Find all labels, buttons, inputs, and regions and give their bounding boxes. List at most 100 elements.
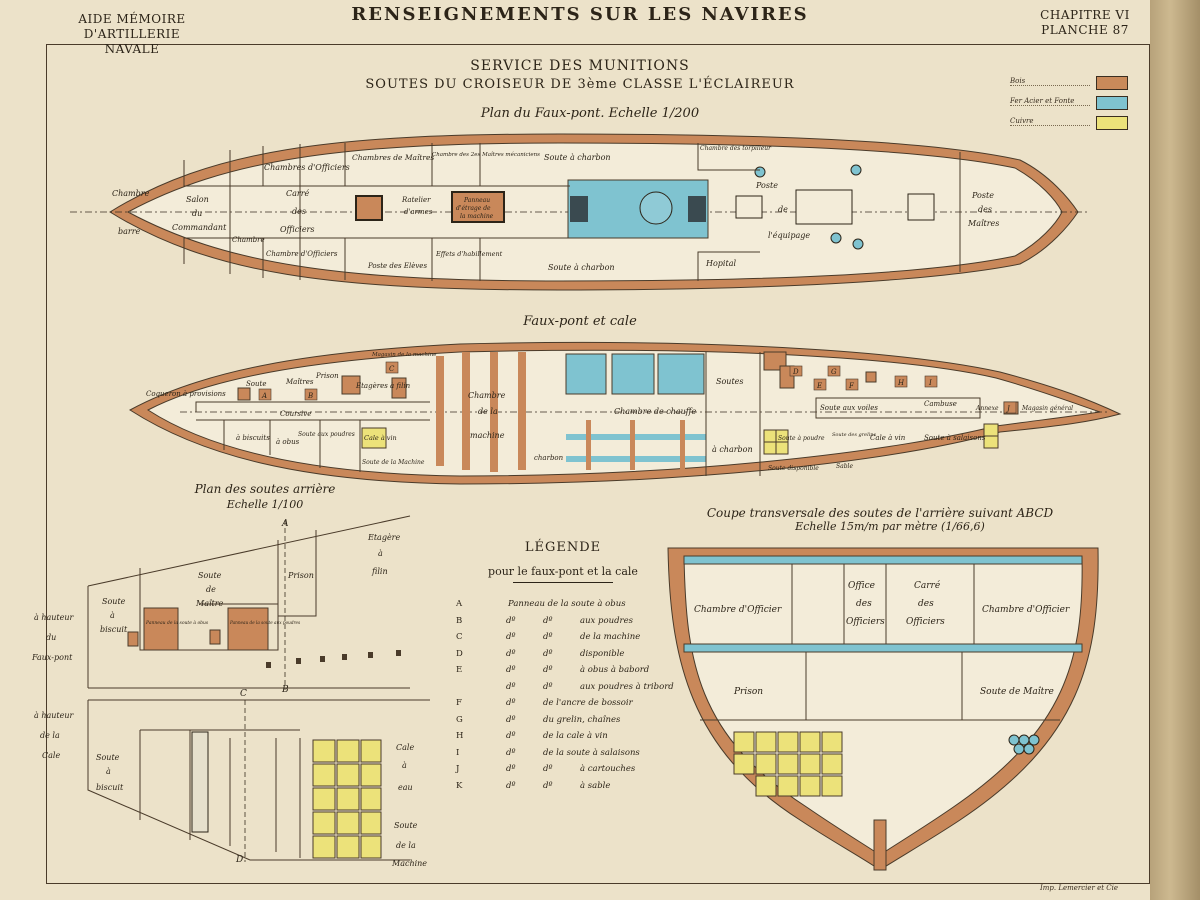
label-soute-biscuit-cale: biscuit	[96, 783, 124, 792]
legende-row: E dº dº à obus à babord	[448, 663, 678, 680]
section-point-a: A	[281, 519, 289, 529]
machine-bulkheads	[436, 352, 685, 472]
label-chambre-barre: barre	[118, 227, 141, 236]
label-chambre-machine: machine	[470, 431, 505, 440]
legende-ditto: dº	[506, 764, 516, 774]
label-chambres-officiers: Chambres d'Officiers	[264, 163, 350, 172]
stair-soutes	[191, 731, 209, 833]
label-cambuse: Cambuse	[924, 400, 957, 408]
legende-title: LÉGENDE	[524, 540, 602, 555]
label-soute: Soute	[246, 380, 266, 388]
label-office: des	[856, 599, 872, 609]
legende-letter: A	[456, 599, 463, 609]
material-label: Fer Acier et Fonte	[1010, 97, 1090, 106]
bay-letter: G	[831, 368, 837, 376]
label-poste-maitres: des	[978, 205, 992, 214]
legende-letter: H	[456, 731, 464, 741]
label-salon: Commandant	[172, 223, 227, 232]
hull-markers	[266, 650, 401, 668]
bay-letter-boxes	[258, 361, 1017, 414]
label-hauteur-faux-pont: à hauteur	[34, 613, 74, 622]
panneaux-arriere	[127, 607, 269, 651]
hatch-grating	[735, 195, 763, 219]
legende-ditto: dº	[543, 615, 553, 626]
label-chambre-barre: Chambre	[112, 189, 150, 198]
label-soute-charbon-bottom: Soute à charbon	[548, 263, 615, 272]
label-chambre-machine: de la	[478, 407, 498, 416]
label-office: Office	[848, 581, 875, 591]
label-poste-maitres: Maîtres	[967, 219, 999, 228]
header-left-line1: AIDE MÉMOIRE	[78, 12, 186, 26]
legende-ditto: dº	[506, 698, 516, 708]
label-maitres: Maîtres	[285, 378, 314, 386]
coupe-transversale-drawing	[667, 547, 1099, 871]
coupe-scale: Echelle 15m/m par mètre (1/66,6)	[795, 520, 985, 533]
label-etageres-filin: Etagères à filin	[355, 382, 411, 390]
label-etagere-filin: Etagère	[367, 533, 401, 542]
material-swatch-fer	[1096, 96, 1128, 110]
boiler-tanks	[565, 353, 705, 395]
label-hopital: Hopital	[705, 259, 736, 268]
legende-ditto: dº	[543, 764, 553, 774]
label-soute-disponible: Soute disponible	[768, 465, 819, 472]
legende-ditto: dº	[506, 665, 516, 675]
shaft-stripes	[566, 434, 706, 462]
hatch-grating	[907, 193, 935, 221]
bay-letter: H	[897, 379, 905, 387]
label-ratelier: d'armes	[404, 208, 433, 216]
legende-ditto: dº	[506, 747, 516, 758]
legende-ditto: dº	[543, 665, 553, 675]
coupe-barrels	[1008, 734, 1040, 755]
legende-letter: B	[456, 615, 463, 626]
material-label: Cuivre	[1010, 117, 1090, 126]
legende-row: I dº de la soute à salaisons	[448, 746, 678, 763]
legende-ditto: dº	[543, 780, 553, 791]
label-poste-equipage: l'équipage	[768, 231, 810, 240]
hatch-grating	[795, 189, 853, 225]
legende-ditto: dº	[543, 648, 553, 659]
panneau-machine	[451, 191, 505, 223]
material-row: Bois	[1010, 74, 1130, 94]
label-soute-biscuit-cale: à	[106, 767, 111, 776]
scuttle	[850, 164, 862, 176]
label-effets: Effets d'habillement	[435, 250, 503, 258]
label-soute-biscuit: biscuit	[100, 625, 128, 634]
label-panneau: Panneau	[463, 197, 490, 204]
hatch-grating	[355, 195, 383, 221]
label-a-obus: à obus	[276, 438, 300, 446]
label-soute-aux-voiles: Soute aux voiles	[820, 404, 878, 412]
legende-letter: C	[456, 632, 463, 642]
imprint: Imp. Lemercier et Cie	[1040, 884, 1119, 892]
section-point-b: B	[281, 685, 289, 695]
label-a-charbon: à charbon	[712, 445, 753, 454]
legende-letter: K	[456, 780, 463, 791]
legende-rule	[513, 582, 613, 583]
faux-pont-cale-title: Faux-pont et cale	[523, 314, 637, 329]
legende-letter: J	[456, 764, 460, 774]
legende-subtitle: pour le faux-pont et la cale	[488, 565, 638, 578]
copper-cells-arriere	[312, 739, 382, 859]
funnel-top	[639, 191, 673, 225]
label-soute-maitre: Maître	[195, 599, 224, 608]
engine-block	[570, 196, 588, 222]
label-annexe: Annexe	[975, 405, 999, 412]
bay-letter: B	[307, 392, 313, 400]
label-hauteur-cale: Cale	[42, 751, 60, 760]
label-panneau: la machine	[460, 213, 494, 220]
material-key: Bois Fer Acier et Fonte Cuivre	[1010, 74, 1130, 134]
label-soute-salaisons: Soute à salaisons	[924, 434, 986, 442]
label-chambre-officier-left: Chambre d'Officier	[694, 605, 782, 615]
main-title: RENSEIGNEMENTS SUR LES NAVIRES	[351, 4, 809, 25]
bay-letter: E	[816, 382, 822, 390]
label-soute-aux-poudres: Soute aux poudres	[298, 431, 355, 438]
label-office: Officiers	[846, 617, 885, 627]
bay-letter: I	[928, 379, 932, 387]
legende-ditto: dº	[506, 780, 516, 791]
legende-desc: à obus à babord	[580, 665, 650, 675]
label-panneau: d'étrage de	[456, 205, 491, 212]
plate-number: PLANCHE 87	[1041, 23, 1129, 37]
legende-desc: de la soute à salaisons	[543, 747, 640, 758]
label-soute-poudre-avant: Soute à poudre	[778, 435, 825, 442]
label-cale-eau: à	[402, 761, 407, 770]
faux-pont-cale-drawing	[129, 341, 1122, 485]
